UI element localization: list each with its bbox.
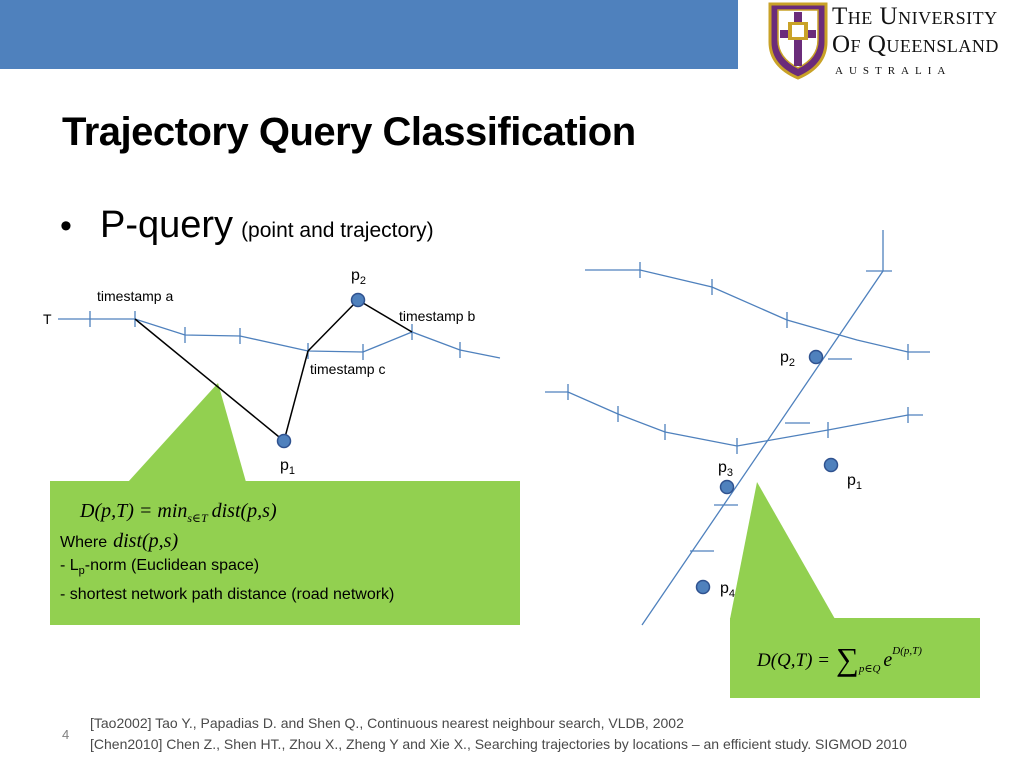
network-distance-item: - shortest network path distance (road n…: [60, 586, 395, 604]
left-callout: [50, 383, 520, 625]
university-logo: [764, 0, 1024, 84]
left-point-p1: [276, 433, 292, 449]
where-label: Where: [60, 534, 108, 551]
timestamp-b-label: timestamp b: [399, 308, 475, 324]
right-p1-label: p1: [847, 472, 862, 492]
right-point-p3: [719, 479, 735, 495]
bullet-symbol: •: [60, 207, 72, 245]
left-p1-label: p1: [280, 457, 295, 477]
where-dist: dist(p,s): [113, 530, 179, 552]
reference-2: [Chen2010] Chen Z., Shen HT., Zhou X., Z…: [90, 736, 907, 752]
crest-icon: [768, 2, 828, 80]
references: [Tao2002] Tao Y., Papadias D. and Shen Q…: [90, 713, 907, 755]
right-p3-label: p3: [718, 459, 733, 479]
bullet-sub-text: (point and trajectory): [241, 219, 434, 242]
right-trajectory-2: [545, 384, 923, 454]
right-p2-label: p2: [780, 349, 795, 369]
bullet-item: • P-query (point and trajectory): [60, 204, 434, 247]
header-bar: [0, 0, 738, 69]
slide-title: Trajectory Query Classification: [62, 110, 636, 154]
reference-1: [Tao2002] Tao Y., Papadias D. and Shen Q…: [90, 715, 684, 731]
formula-explanation: Where dist(p,s) - Lp-norm (Euclidean spac…: [60, 530, 394, 606]
right-trajectory-1: [585, 262, 930, 360]
right-trajectory-3: [641, 230, 892, 626]
timestamp-a-label: timestamp a: [97, 288, 173, 304]
lp-norm-item: - Lp-norm (Euclidean space): [60, 557, 260, 578]
right-callout: [730, 482, 980, 698]
page-number: 4: [62, 727, 70, 742]
right-point-p2: [808, 349, 824, 365]
bullet-main-text: P-query: [100, 204, 234, 246]
university-country: AUSTRALIA: [835, 65, 952, 77]
right-point-p1: [823, 457, 839, 473]
trajectory-label: T: [43, 311, 52, 327]
right-point-p4: [695, 579, 711, 595]
timestamp-c-label: timestamp c: [310, 361, 385, 377]
left-point-p2: [350, 292, 366, 308]
left-connections: [134, 299, 413, 442]
where-line: Where dist(p,s): [60, 530, 394, 554]
right-p4-label: p4: [720, 580, 735, 600]
university-name-line1: The University: [832, 3, 998, 30]
university-name-line2: Of Queensland: [832, 31, 999, 58]
left-p2-label: p2: [351, 267, 366, 287]
